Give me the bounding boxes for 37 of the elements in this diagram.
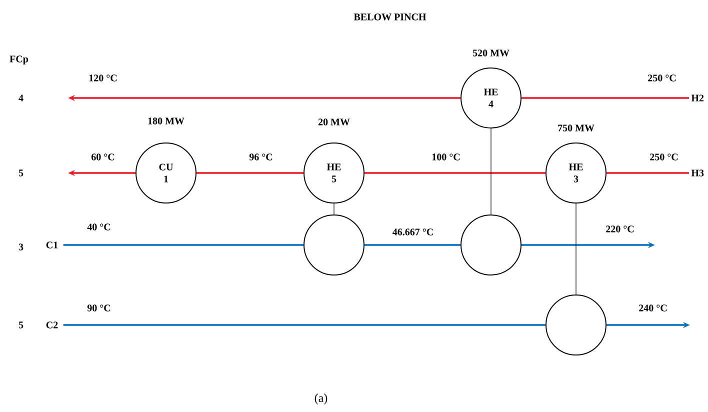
exchanger-circle: [546, 294, 606, 356]
stream-value: 40 °C: [87, 224, 110, 230]
stream-value: FCp: [10, 56, 28, 64]
stream-value: 3: [18, 244, 24, 250]
duty-label: 750 MW: [558, 124, 594, 132]
stream-line: [63, 244, 304, 246]
caption: (a): [314, 394, 328, 404]
stream-value: 46.667 °C: [392, 228, 433, 236]
stream-label: H3: [691, 170, 704, 176]
stream-line: [63, 324, 546, 326]
duty-label: 520 MW: [472, 50, 510, 56]
stream-value: 5: [18, 170, 24, 176]
stream-line: [364, 244, 460, 246]
stream-line: [522, 97, 689, 99]
stream-value: 220 °C: [606, 226, 634, 232]
stream-value: 250 °C: [650, 154, 678, 160]
duty-label: 20 MW: [318, 118, 350, 126]
stream-value: 5: [18, 322, 24, 328]
stream-label: H2: [691, 94, 704, 102]
stream-line: [364, 172, 546, 174]
stream-line: [196, 172, 304, 174]
stream-value: 90 °C: [87, 304, 110, 312]
stream-label: C2: [46, 322, 58, 328]
stream-value: 120 °C: [89, 74, 117, 82]
stream-value: 60 °C: [92, 154, 114, 160]
stream-value: 4: [18, 94, 24, 102]
stream-label: C1: [46, 242, 58, 248]
stream-value: 250 °C: [648, 74, 676, 82]
duty-label: 180 MW: [148, 118, 184, 124]
stream-value: 240 °C: [639, 304, 667, 312]
stream-value: 96 °C: [249, 154, 272, 160]
stream-value: 100 °C: [432, 154, 460, 160]
exchanger-circle: [304, 214, 364, 276]
connecting-line: [490, 128, 492, 215]
exchanger-circle: [460, 214, 522, 276]
stream-line: [606, 172, 689, 174]
title: BELOW PINCH: [354, 14, 426, 20]
